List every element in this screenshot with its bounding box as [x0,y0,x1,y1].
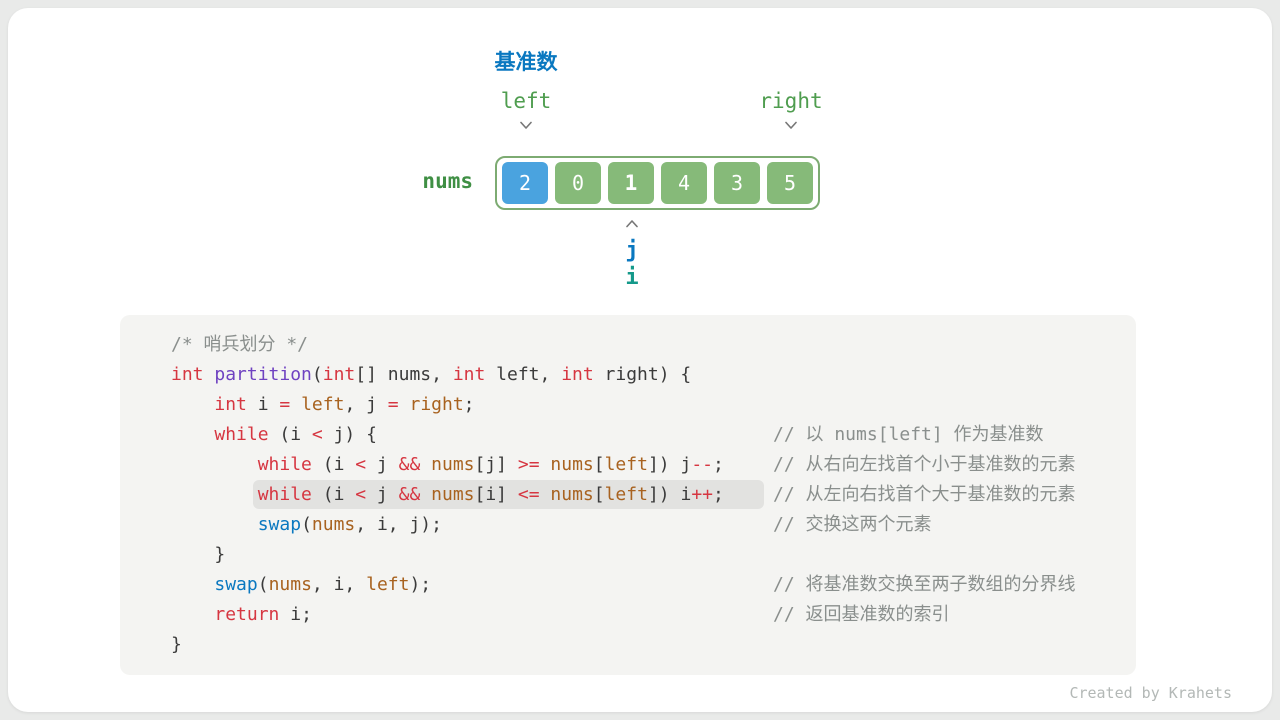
left-label: left [500,89,552,113]
pivot-label: 基准数 [494,50,558,74]
arrow-down-icon [785,121,797,129]
array-cell: 0 [555,162,601,204]
array-cell: 2 [502,162,548,204]
code-line: while (i < j && nums[j] >= nums[left]) j… [171,450,1120,480]
code-line: swap(nums, i, left);// 将基准数交换至两子数组的分界线 [171,570,1120,600]
inline-comment: // 返回基准数的索引 [773,604,950,625]
arrow-up-icon [626,220,638,228]
right-pointer: right [721,88,861,130]
code-lines: /* 哨兵划分 */ int partition(int[] nums, int … [171,330,1120,660]
inline-comment: // 从左向右找首个大于基准数的元素 [773,484,1076,505]
code-line: } [171,634,182,655]
code-line: while (i < j && nums[i] <= nums[left]) i… [171,480,1120,510]
code-line: while (i < j) {// 以 nums[left] 作为基准数 [171,420,1120,450]
inline-comment: // 以 nums[left] 作为基准数 [773,424,1044,445]
code-block: /* 哨兵划分 */ int partition(int[] nums, int … [120,315,1136,675]
pointer-i-label: i [625,265,639,290]
array-cell: 4 [661,162,707,204]
array-cell: 1 [608,162,654,204]
inline-comment: // 从右向左找首个小于基准数的元素 [773,454,1076,475]
code-line: int partition(int[] nums, int left, int … [171,364,692,385]
right-label: right [759,89,823,113]
arrow-down-icon [520,121,532,129]
code-line: /* 哨兵划分 */ [171,334,309,355]
inline-comment: // 将基准数交换至两子数组的分界线 [773,574,1076,595]
left-pointer: left [456,88,596,130]
code-line: } [171,544,226,565]
ij-pointer: j i [584,219,680,291]
array-cell: 3 [714,162,760,204]
code-line: swap(nums, i, j);// 交换这两个元素 [171,510,1120,540]
code-line: int i = left, j = right; [214,394,475,415]
inline-comment: // 交换这两个元素 [773,514,932,535]
code-line: return i;// 返回基准数的索引 [171,600,1120,630]
credit-text: Created by Krahets [1069,684,1232,702]
highlighted-code: while (i < j && nums[i] <= nums[left]) i… [252,480,764,509]
array-cell: 5 [767,162,813,204]
array-name-label: nums [422,169,473,193]
pointer-j-label: j [625,238,639,263]
